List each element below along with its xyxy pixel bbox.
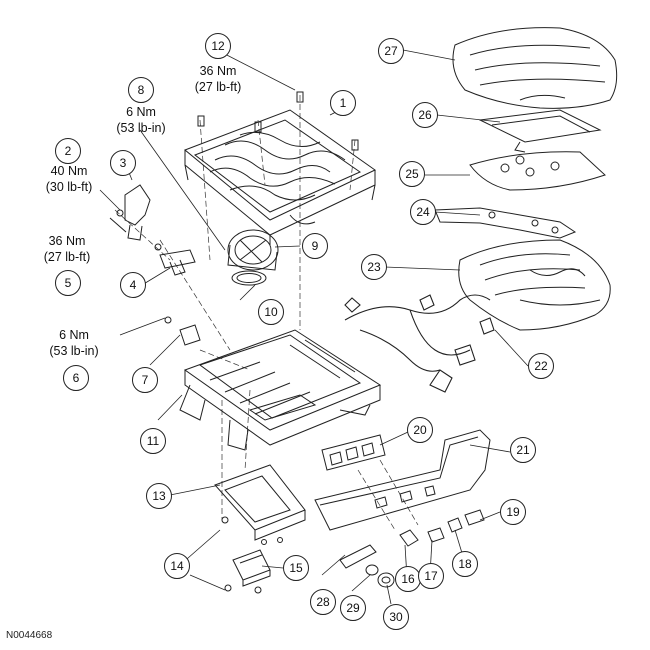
torque-imperial: (30 lb-ft) (45, 180, 93, 194)
heater-mat (469, 151, 606, 191)
torque-spec-item-12: 36 Nm (27 lb-ft) (186, 63, 250, 95)
callout-24: 24 (410, 199, 436, 225)
callout-22: 22 (528, 353, 554, 379)
torque-nm: 36 Nm (48, 234, 86, 248)
callout-1: 1 (330, 90, 356, 116)
callout-23: 23 (361, 254, 387, 280)
callout-13: 13 (146, 483, 172, 509)
callout-8: 8 (128, 77, 154, 103)
torque-imperial: (53 lb-in) (49, 344, 99, 358)
wiring-harness (344, 294, 495, 393)
torque-spec-item-2: 40 Nm (30 lb-ft) (40, 163, 98, 195)
callout-11: 11 (140, 428, 166, 454)
recliner-motor (109, 184, 196, 276)
recline-handle (339, 544, 395, 588)
cushion-pad (458, 239, 611, 331)
seat-track-assembly (179, 324, 382, 451)
fasteners (116, 91, 359, 594)
torque-nm: 6 Nm (59, 328, 89, 342)
torque-nm: 40 Nm (50, 164, 88, 178)
cushion-cover (452, 27, 618, 109)
torque-imperial: (27 lb-ft) (43, 250, 91, 264)
callout-5: 5 (55, 270, 81, 296)
callout-16: 16 (395, 566, 421, 592)
callout-10: 10 (258, 299, 284, 325)
callout-18: 18 (452, 551, 478, 577)
seat-switch (321, 434, 386, 471)
callout-4: 4 (120, 272, 146, 298)
torque-nm: 6 Nm (126, 105, 156, 119)
callout-20: 20 (407, 417, 433, 443)
torque-imperial: (53 lb-in) (116, 121, 166, 135)
heater-element (434, 207, 577, 239)
callout-17: 17 (418, 563, 444, 589)
callout-28: 28 (310, 589, 336, 615)
sensor-mat (478, 109, 602, 153)
callout-14: 14 (164, 553, 190, 579)
callout-30: 30 (383, 604, 409, 630)
control-knobs (399, 509, 485, 547)
callout-29: 29 (340, 595, 366, 621)
seat-frame (184, 109, 376, 245)
torque-spec-item-6: 6 Nm (53 lb-in) (42, 327, 106, 359)
fan-assembly (227, 229, 279, 286)
torque-spec-item-5: 36 Nm (27 lb-ft) (35, 233, 99, 265)
leader-lines (99, 49, 529, 605)
callout-25: 25 (399, 161, 425, 187)
side-shield (314, 429, 491, 531)
torque-imperial: (27 lb-ft) (194, 80, 242, 94)
callout-21: 21 (510, 437, 536, 463)
callout-9: 9 (302, 233, 328, 259)
callout-3: 3 (110, 150, 136, 176)
callout-19: 19 (500, 499, 526, 525)
callout-12: 12 (205, 33, 231, 59)
callout-15: 15 (283, 555, 309, 581)
callout-2: 2 (55, 138, 81, 164)
callout-7: 7 (132, 367, 158, 393)
callout-27: 27 (378, 38, 404, 64)
torque-nm: 36 Nm (199, 64, 237, 78)
torque-spec-item-8: 6 Nm (53 lb-in) (109, 104, 173, 136)
callout-6: 6 (63, 365, 89, 391)
figure-id: N0044668 (6, 630, 53, 641)
module-bracket (214, 464, 306, 587)
callout-26: 26 (412, 102, 438, 128)
